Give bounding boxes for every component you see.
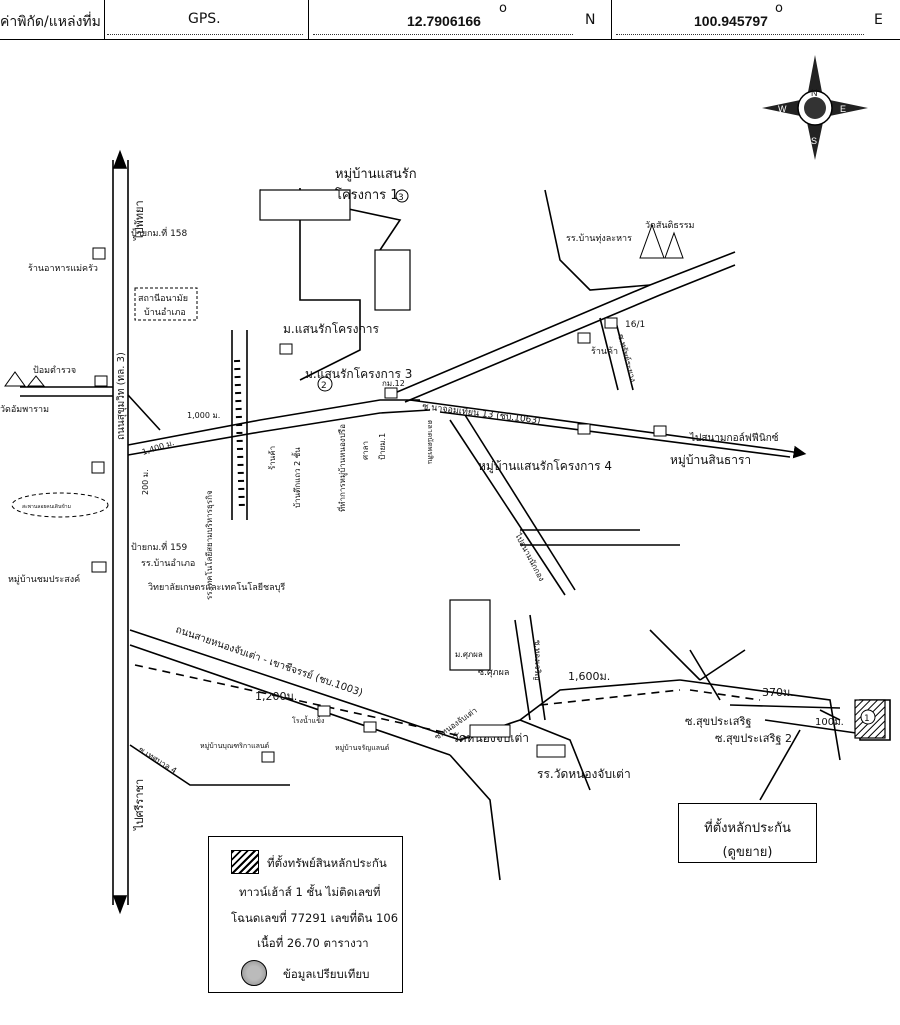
legend-line-3: เนื้อที่ 26.70 ตารางวา <box>257 936 369 950</box>
label-soi-suk: ซ.สุขประเสริฐ <box>685 715 751 728</box>
lon-underline <box>616 34 864 35</box>
label-circle-1: 1 <box>864 714 870 724</box>
compass-w: W <box>778 104 787 114</box>
label-health-2: บ้านอำเภอ <box>144 307 186 318</box>
collateral-location-callout: ที่ตั้งหลักประกัน (ดูขยาย) <box>678 803 817 863</box>
label-school-rak: รร.เทคโนโลยีสยามบริหารธุรกิจ <box>204 490 214 600</box>
label-house-m1: ป้ายม.1 <box>378 433 387 460</box>
label-km158: ป้ายกม.ที่ 158 <box>131 226 188 239</box>
label-m-saenrak3: ม.แสนรักโครงการ 3 <box>305 367 412 381</box>
legend-line-2: โฉนดเลขที่ 77291 เลขที่ดิน 106 <box>231 911 399 925</box>
label-dist-100: 100ม. <box>815 717 844 728</box>
label-village-sin: หมู่บ้านสินธารา <box>670 453 751 468</box>
compass-n: N <box>811 88 818 98</box>
label-dist-1000: 1,000 ม. <box>187 411 220 420</box>
label-village-1b: โครงการ 1 <box>335 187 399 203</box>
label-km159: ป้ายกม.ที่ 159 <box>131 540 188 553</box>
label-km12: กม.12 <box>382 379 405 388</box>
header-lat-cell: 12.7906166 o N <box>308 0 612 40</box>
label-shop: ร้านค้า <box>268 446 277 470</box>
label-temple-right: วัดสันติธรรม <box>645 220 695 231</box>
landmark-icons <box>4 223 684 763</box>
label-m-sukpol: ม.ศุภผล <box>455 650 483 659</box>
lat-underline <box>313 34 573 35</box>
header-label-cell: ค่าพิกัด/แหล่งที่ม <box>0 0 105 40</box>
label-soi-thetsaban: ซ.เทศบาล 4 <box>137 745 178 776</box>
label-to-sriracha: ไปศรีราชา <box>133 779 146 831</box>
label-school-nongjab: รร.วัดหนองจับเต่า <box>537 767 631 781</box>
label-soi-suk2: ซ.สุขประเสริฐ 2 <box>715 732 792 745</box>
label-college: วิทยาลัยเกษตรและเทคโนโลยีชลบุรี <box>148 582 285 593</box>
label-nongjab-road: ถนนสายหนองจับเต่า - เขาชีจรรย์ (ชบ.1003) <box>174 623 364 699</box>
label-dist-1200: 1,200ม. <box>255 690 297 703</box>
coordinate-source-label: ค่าพิกัด/แหล่งที่ม <box>0 14 101 30</box>
label-to-nongkhla: ไปสนามนักกอง <box>513 531 546 583</box>
source-underline <box>107 34 303 35</box>
legend-title: ที่ตั้งทรัพย์สินหลักประกัน <box>267 856 387 870</box>
label-apartment: บ้านตึกแถว 2 ชั้น <box>291 447 302 508</box>
compass-s: S <box>811 136 817 146</box>
callout-line-1: ที่ตั้งหลักประกัน <box>704 821 791 836</box>
coordinate-header: ค่าพิกัด/แหล่งที่ม GPS. 12.7906166 o N 1… <box>0 0 900 42</box>
label-circle-3: 3 <box>398 193 404 203</box>
label-soi-sukpol: ซ.ศุภผล <box>478 668 509 678</box>
label-village-nice: หมู่บ้านบุณฑริกาแลนด์ <box>200 742 269 750</box>
compass-e: E <box>840 104 846 114</box>
lon-unit: E <box>874 12 883 28</box>
label-school-ampho: รร.บ้านอำเภอ <box>141 558 195 569</box>
location-map: N S E W <box>0 55 891 915</box>
label-village-4: หมู่บ้านแสนรักโครงการ 4 <box>478 459 612 474</box>
longitude-value: 100.945797 <box>694 13 768 29</box>
lat-unit: N <box>585 12 596 28</box>
label-to-golf: ไปสนามกอล์ฟฟีนิกซ์ <box>689 432 779 444</box>
legend-compare: ข้อมูลเปรียบเทียบ <box>283 967 370 981</box>
label-market: ตลาดนัดพรสิน <box>426 420 434 464</box>
lat-degree: o <box>499 1 507 16</box>
label-m-saenrak: ม.แสนรักโครงการ <box>283 322 379 336</box>
header-source-cell: GPS. <box>105 0 308 40</box>
label-no-16: 16/1 <box>625 320 645 330</box>
label-ice: โรงน้ำแข็ง <box>292 714 324 725</box>
label-soi-sub: ซ.ทรัพย์ระยาง <box>616 333 638 383</box>
label-to-pattaya: ไปพัทยา <box>133 200 146 241</box>
circle-marker-3 <box>395 189 409 203</box>
label-temple-left: วัดอัมพาราม <box>0 405 49 415</box>
label-restaurant: ร้านอาหารแม่ครัว <box>28 263 98 274</box>
label-highway: ถนนสุขุมวิท (ทล. 3) <box>116 352 127 440</box>
legend-line-1: ทาวน์เฮ้าส์ 1 ชั้น ไม่ติดเลขที่ <box>239 885 381 899</box>
latitude-value: 12.7906166 <box>407 13 481 29</box>
callout-line-2: (ดูขยาย) <box>722 845 773 860</box>
label-dist-1600: 1,600ม. <box>568 670 610 683</box>
map-labels: หมู่บ้านแสนรัก โครงการ 1 3 ไปพัทยา ไปศรี… <box>0 167 876 831</box>
comparison-dot-icon <box>241 960 267 986</box>
label-soi-13: ซ.นาจอมเทียน 13 (ชบ.1063) <box>422 401 541 426</box>
label-dist-200: 200 ม. <box>141 469 150 495</box>
label-coop: ร้านค้า <box>591 346 618 357</box>
label-water-office: ที่ทำการหมู่บ้านหนองปรือ <box>336 424 348 512</box>
village-blocks <box>259 189 886 739</box>
pedestrian-bridge-marker <box>11 492 109 518</box>
map-legend: ที่ตั้งทรัพย์สินหลักประกัน ทาวน์เฮ้าส์ 1… <box>208 836 403 993</box>
circle-marker-1 <box>860 709 876 725</box>
lon-degree: o <box>775 1 783 16</box>
label-dist-370: 370ม. <box>762 686 794 699</box>
label-health-1: สถานีอนามัย <box>138 293 188 304</box>
label-sala: ศาลา <box>361 441 370 460</box>
label-soi-charoen: ซ.ทองเจริญ <box>533 640 542 681</box>
label-circle-2: 2 <box>321 381 327 391</box>
gps-source: GPS. <box>188 11 221 27</box>
label-pedestrian: สะพานลอยคนเดินข้าม <box>22 503 71 510</box>
label-school-thung: รร.บ้านทุ่งละหาร <box>566 233 632 244</box>
label-village-mom: หมู่บ้านชมประสงค์ <box>8 573 80 585</box>
compass-rose: N S E W <box>762 55 868 160</box>
health-center-box <box>134 287 198 321</box>
label-police: ป้อมตำรวจ <box>33 365 76 376</box>
header-lon-cell: 100.945797 o E <box>612 0 900 40</box>
road-network <box>20 149 891 915</box>
label-village-jr: หมู่บ้านจรัญแลนด์ <box>335 744 389 752</box>
hatch-swatch-icon <box>231 850 259 874</box>
circle-marker-2 <box>317 376 333 392</box>
label-village-1: หมู่บ้านแสนรัก <box>335 167 417 182</box>
